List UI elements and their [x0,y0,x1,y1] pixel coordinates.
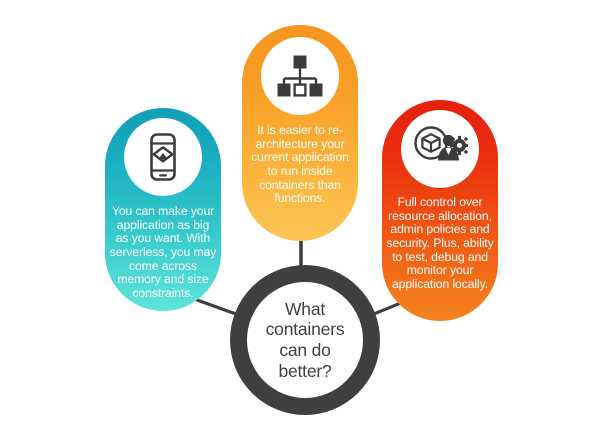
branch-card-scalability[interactable]: You can make your application as big as … [105,108,221,311]
branch-card-control[interactable]: Full control over resource allocation, a… [382,100,498,321]
branch-text-scalability: You can make your application as big as … [109,204,217,300]
branch-text-architecture: It is easier to re-architecture your cur… [251,123,349,206]
icon-badge-scalability [124,118,202,196]
center-hub-label: What containers can do better? [265,298,345,381]
icon-badge-control [401,110,479,188]
center-hub[interactable]: What containers can do better? [230,265,380,415]
smartphone-resize-icon [150,133,176,181]
package-admin-gear-icon [414,126,468,161]
branch-card-architecture[interactable]: It is easier to re-architecture your cur… [242,25,358,241]
hierarchy-chart-icon [277,55,323,97]
branch-text-control: Full control over resource allocation, a… [386,195,494,291]
icon-badge-architecture [261,37,339,115]
